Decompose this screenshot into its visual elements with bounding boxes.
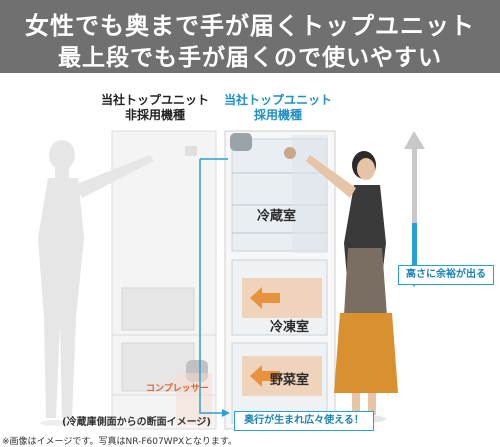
label-non-adopted-line2: 非採用機種 xyxy=(124,108,185,122)
image-footnote: ※画像はイメージです。写真はNR-F607WPXとなります。 xyxy=(2,437,238,447)
height-arrow xyxy=(404,131,425,287)
header-banner: 女性でも奥まで手が届くトップユニット 最上段でも手が届くので使いやすい xyxy=(0,0,500,73)
label-adopted-line1: 当社トップユニット xyxy=(223,93,332,107)
label-non-adopted: 当社トップユニット 非採用機種 xyxy=(95,93,215,123)
label-adopted-line2: 採用機種 xyxy=(253,108,302,122)
left-fridge-silhouette xyxy=(111,130,217,430)
refrigerator-illustration xyxy=(38,130,425,430)
fridge-compartment-label: 冷蔵室 xyxy=(257,209,297,224)
illustration-stage: 当社トップユニット 非採用機種 当社トップユニット 採用機種 冷蔵室 冷凍室 野… xyxy=(0,73,500,447)
right-fridge xyxy=(224,130,336,430)
right-woman-figure xyxy=(306,151,398,423)
label-adopted: 当社トップユニット 採用機種 xyxy=(218,93,338,123)
height-callout: 高さに余裕が出る xyxy=(398,265,494,285)
cross-section-caption: (冷蔵庫側面からの断面イメージ) xyxy=(62,417,211,428)
label-non-adopted-line1: 当社トップユニット xyxy=(100,93,209,107)
freezer-compartment-label: 冷凍室 xyxy=(270,320,310,335)
depth-callout: 奥行が生まれ広々使える！ xyxy=(234,411,374,431)
compressor-label: コンプレッサー xyxy=(146,384,209,394)
vegetable-compartment-label: 野菜室 xyxy=(270,373,310,388)
left-woman-silhouette xyxy=(38,140,154,426)
header-title-line1: 女性でも奥まで手が届くトップユニット xyxy=(25,12,475,40)
connector-lines xyxy=(199,158,228,414)
header-title-line2: 最上段でも手が届くので使いやすい xyxy=(58,45,442,71)
